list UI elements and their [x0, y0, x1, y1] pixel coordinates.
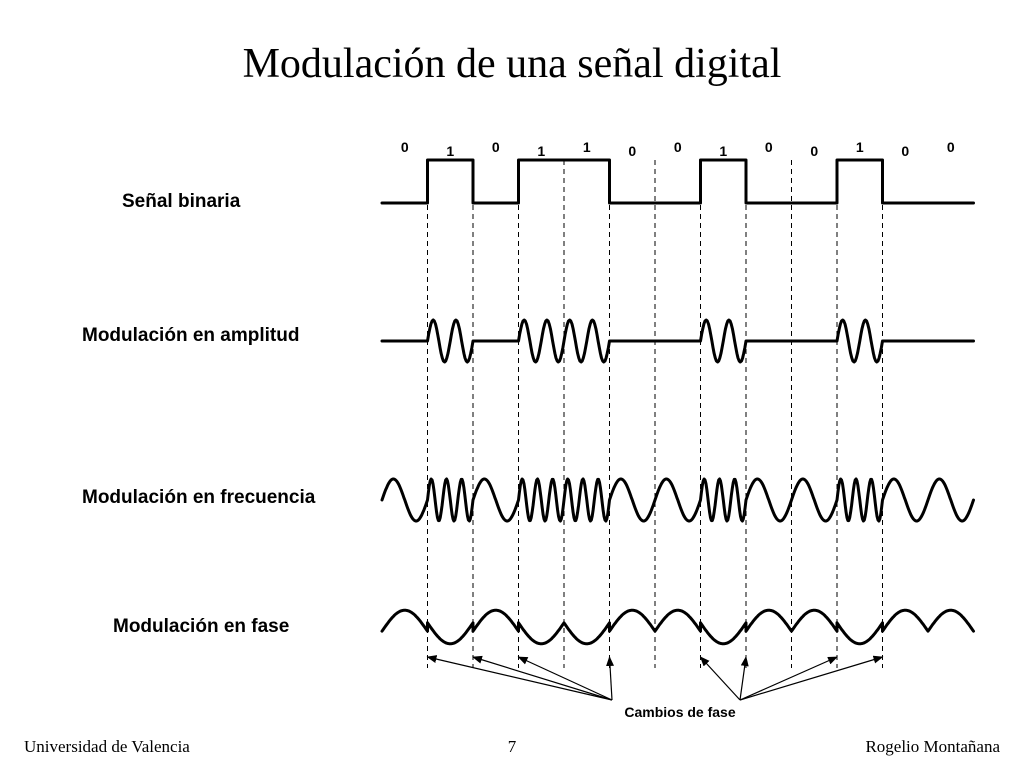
waveforms — [380, 158, 975, 646]
bit-label: 0 — [810, 143, 818, 159]
bit-label: 0 — [492, 139, 500, 155]
bit-labels: 0 1 0 1 1 0 0 1 0 0 1 0 0 — [401, 139, 955, 159]
bit-label: 0 — [901, 143, 909, 159]
phase-change-arrow — [739, 656, 838, 701]
amplitude-modulation-wave — [380, 318, 975, 364]
phase-change-arrow — [699, 656, 741, 701]
phase-modulation-wave — [380, 608, 975, 646]
footer-left: Universidad de Valencia — [24, 737, 190, 756]
phase-change-arrow — [606, 656, 615, 701]
phase-change-arrow — [472, 655, 613, 701]
bit-label: 1 — [446, 143, 454, 159]
label-phase-modulation: Modulación en fase — [113, 616, 290, 637]
bit-label: 1 — [537, 143, 545, 159]
frequency-modulation-wave — [380, 477, 975, 523]
phase-change-arrow — [739, 655, 884, 701]
label-binary-signal: Señal binaria — [122, 191, 241, 212]
footer-right: Rogelio Montañana — [865, 737, 1000, 756]
slide-title: Modulación de una señal digital — [242, 41, 782, 87]
bit-label: 1 — [856, 139, 864, 155]
footer-page-number: 7 — [507, 737, 517, 756]
bit-label: 0 — [628, 143, 636, 159]
bit-label: 0 — [947, 139, 955, 155]
bit-label: 0 — [674, 139, 682, 155]
label-frequency-modulation: Modulación en frecuencia — [82, 487, 316, 508]
phase-change-arrow — [517, 656, 613, 701]
bit-boundary-guides — [427, 160, 883, 668]
phase-change-arrow — [426, 655, 613, 701]
bit-label: 0 — [765, 139, 773, 155]
bit-label: 0 — [401, 139, 409, 155]
label-amplitude-modulation: Modulación en amplitud — [82, 325, 300, 346]
phase-change-arrows — [426, 655, 884, 701]
phase-change-label: Cambios de fase — [624, 704, 735, 720]
bit-label: 1 — [719, 143, 727, 159]
bit-label: 1 — [583, 139, 591, 155]
phase-change-arrow — [739, 656, 749, 701]
binary-signal-wave — [380, 158, 975, 205]
